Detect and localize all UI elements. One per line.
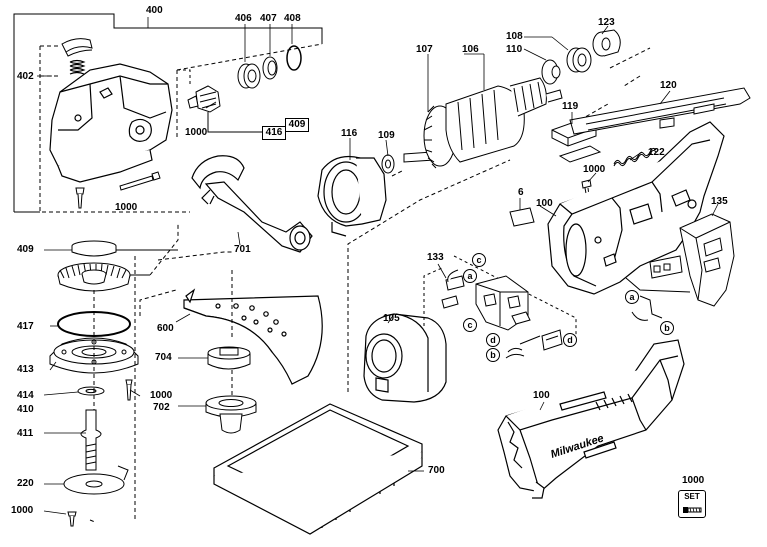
label-135: 135 — [711, 196, 728, 207]
motor-housing-100-bottom — [497, 339, 685, 499]
brush-holder — [475, 275, 531, 331]
label-1000-e: 1000 — [150, 390, 173, 401]
callout-a-top: a — [463, 269, 477, 283]
label-1000-c: 1000 — [583, 164, 606, 175]
screw-1000 — [75, 187, 85, 209]
cap-123 — [592, 29, 621, 57]
label-122: 122 — [648, 147, 665, 158]
wheel-guard-600 — [183, 288, 323, 385]
label-106: 106 — [462, 44, 479, 55]
label-6 — [509, 207, 535, 227]
label-105: 105 — [383, 313, 400, 324]
carrying-case-700 — [213, 403, 423, 535]
label-220: 220 — [17, 478, 34, 489]
group-400-bracket — [13, 13, 323, 213]
label-413: 413 — [17, 364, 34, 375]
guide-lines-left — [89, 222, 179, 523]
label-119: 119 — [562, 101, 579, 112]
callout-c-bottom: c — [463, 318, 477, 332]
label-110: 110 — [506, 44, 523, 55]
label-408: 408 — [284, 13, 301, 24]
bearing-406 — [237, 63, 261, 89]
bevel-pinion — [187, 85, 221, 113]
label-108: 108 — [506, 31, 523, 42]
stator-105 — [363, 313, 447, 403]
label-702: 702 — [153, 402, 170, 413]
label-1000-f: 1000 — [682, 475, 705, 486]
switch-135 — [649, 213, 735, 307]
motor-housing-100 — [547, 121, 725, 295]
ring-407 — [262, 56, 278, 80]
label-1000-a: 1000 — [185, 127, 208, 138]
label-414: 414 — [17, 390, 34, 401]
side-handle-701 — [191, 155, 313, 253]
flange-nut-704 — [207, 346, 251, 370]
carbon-brush-d — [505, 329, 563, 359]
label-1000-b: 1000 — [115, 202, 138, 213]
label-409-box: 409 — [285, 118, 309, 132]
label-100-a: 100 — [536, 198, 553, 209]
label-600: 600 — [157, 323, 174, 334]
label-410: 410 — [17, 404, 34, 415]
label-109: 109 — [378, 130, 395, 141]
spindle-411 — [80, 409, 102, 471]
armature-106 — [403, 77, 563, 169]
label-407: 407 — [260, 13, 277, 24]
ring-408 — [286, 45, 302, 71]
label-100-b: 100 — [533, 390, 550, 401]
label-416: 416 — [262, 126, 286, 140]
screw-1000-bottom — [67, 511, 77, 527]
label-6: 6 — [518, 187, 524, 198]
label-leaders — [37, 17, 719, 515]
label-400: 400 — [146, 5, 163, 16]
screw-1000-left — [125, 379, 133, 401]
label-417: 417 — [17, 321, 34, 332]
screw-long — [119, 171, 161, 191]
label-704: 704 — [155, 352, 172, 363]
set-text: SET — [684, 492, 700, 501]
fan-baffle-116 — [317, 155, 387, 237]
bearing-110 — [541, 59, 561, 85]
washer-109 — [381, 154, 395, 174]
carbon-brush-a — [441, 269, 465, 309]
label-107: 107 — [416, 44, 433, 55]
callout-b-right: b — [660, 321, 674, 335]
guide-lines-motor — [347, 47, 651, 392]
label-701: 701 — [234, 244, 251, 255]
brush-holder-group-133 — [423, 255, 577, 340]
washer-414 — [77, 386, 105, 396]
bevel-gear-409 — [57, 240, 131, 292]
label-402: 402 — [17, 71, 34, 82]
guide-lines-guard — [139, 251, 233, 398]
spring-122 — [613, 147, 657, 167]
leader-416 — [207, 112, 262, 133]
screw-symbol-icon — [683, 507, 702, 513]
bearing-108 — [566, 47, 592, 73]
gear-housing — [49, 63, 173, 183]
callout-c-top: c — [472, 253, 486, 267]
label-1000-d: 1000 — [11, 505, 34, 516]
wires-right — [625, 277, 691, 321]
callout-d-left: d — [486, 333, 500, 347]
spring — [69, 59, 86, 75]
label-123: 123 — [598, 17, 615, 28]
label-409: 409 — [17, 244, 34, 255]
label-116: 116 — [341, 128, 358, 139]
callout-b-left: b — [486, 348, 500, 362]
cap-402 — [61, 38, 93, 57]
label-120: 120 — [660, 80, 677, 91]
callout-d-right: d — [563, 333, 577, 347]
label-133: 133 — [427, 252, 444, 263]
label-411: 411 — [17, 428, 34, 439]
callout-a-right: a — [625, 290, 639, 304]
switch-bar-120 — [569, 87, 751, 135]
label-406: 406 — [235, 13, 252, 24]
set-kit-icon: SET — [678, 490, 706, 518]
inner-flange-702 — [205, 395, 257, 434]
label-700: 700 — [428, 465, 445, 476]
